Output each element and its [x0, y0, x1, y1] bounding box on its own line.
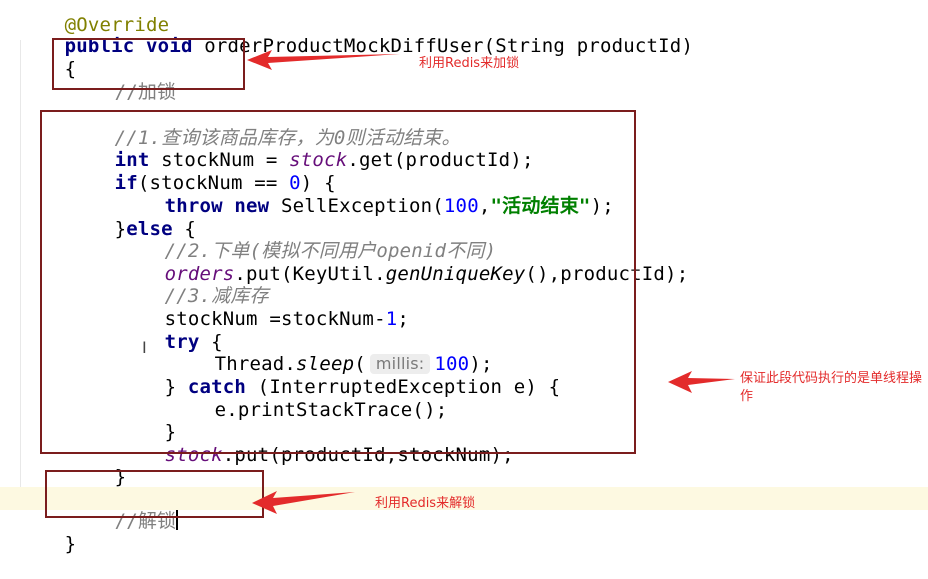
- note-single-thread: 保证此段代码执行的是单线程操作: [740, 371, 923, 404]
- kw-void: void: [146, 35, 193, 57]
- code-line-stock-put[interactable]: stock.put(productId,stockNum);: [118, 421, 514, 466]
- annotation-arrows: [247, 50, 735, 514]
- code-line-catch[interactable]: } catch (InterruptedException e) {: [118, 353, 561, 398]
- print-stack-trace: e.printStackTrace();: [214, 399, 448, 421]
- code-line-comment-lock[interactable]: //加锁: [68, 58, 176, 103]
- field-stock-put: stock: [164, 444, 223, 466]
- semicolon: ;: [397, 308, 409, 330]
- kw-new: new: [234, 195, 270, 217]
- thread-class: Thread.: [214, 353, 297, 375]
- code-line-if[interactable]: if(stockNum == 0) {: [68, 149, 336, 194]
- comment-step1: //1.查询该商品库存，为0则活动结束。: [114, 127, 461, 149]
- number-100-sleep: 100: [434, 353, 470, 375]
- code-line-orders-put[interactable]: orders.put(KeyUtil.genUniqueKey(),produc…: [118, 240, 689, 285]
- code-line-annotation[interactable]: @Override: [18, 0, 170, 36]
- catch-brace: }: [164, 376, 188, 398]
- sleep-paren: (: [354, 353, 366, 375]
- code-line-try[interactable]: try {: [118, 308, 223, 353]
- decrement-expr: stockNum =stockNum-: [164, 308, 386, 330]
- arrow-lock-icon: [247, 50, 400, 70]
- kw-public: public: [64, 35, 135, 57]
- orders-put-close: (),productId);: [525, 263, 689, 285]
- text-caret: [176, 510, 179, 530]
- kw-int: int: [114, 149, 150, 171]
- else-close-brace: }: [114, 466, 127, 488]
- field-stock: stock: [289, 149, 348, 171]
- string-activity-ended: "活动结束": [490, 195, 591, 217]
- kw-try: try: [164, 331, 200, 353]
- kw-if: if: [114, 172, 138, 194]
- sell-exception: SellException(: [280, 195, 444, 217]
- code-line-else[interactable]: }else {: [68, 195, 196, 240]
- kw-throw: throw: [164, 195, 223, 217]
- comment-step3: //3.减库存: [164, 285, 269, 307]
- unlock-highlight-box: [45, 470, 264, 518]
- arrow-unlock-icon: [252, 491, 355, 514]
- code-line-comment-step3[interactable]: //3.减库存: [118, 262, 269, 307]
- number-one: 1: [385, 308, 398, 330]
- note-lock: 利用Redis来加锁: [419, 56, 520, 71]
- note-unlock: 利用Redis来解锁: [375, 496, 476, 511]
- code-line-decrement[interactable]: stockNum =stockNum-1;: [118, 285, 409, 330]
- open-brace: {: [64, 58, 77, 80]
- sleep-method: sleep: [296, 353, 355, 375]
- code-line-method-signature[interactable]: public void orderProductMockDiffUser(Str…: [18, 12, 693, 57]
- kw-catch: catch: [187, 376, 247, 398]
- stock-put-call: .put(productId,stockNum);: [222, 444, 514, 466]
- indent-guide: [20, 40, 21, 510]
- if-condition: (stockNum ==: [137, 172, 290, 194]
- catch-close-brace: }: [164, 421, 177, 443]
- stock-get-call: .get(productId);: [347, 149, 534, 171]
- comma: ,: [478, 195, 491, 217]
- catch-clause: (InterruptedException e) {: [246, 376, 561, 398]
- arrow-critical-icon: [668, 371, 735, 393]
- lock-highlight-box: [52, 38, 245, 90]
- code-line-print-trace[interactable]: e.printStackTrace();: [168, 376, 448, 421]
- method-signature: orderProductMockDiffUser(String productI…: [204, 35, 694, 57]
- code-line-open-brace[interactable]: {: [18, 35, 76, 80]
- gen-unique-key: genUniqueKey: [385, 263, 526, 285]
- code-line-else-close[interactable]: }: [68, 443, 126, 488]
- critical-section-box: [40, 110, 636, 454]
- code-line-sleep[interactable]: Thread.sleep(millis:100);: [168, 330, 493, 375]
- number-zero: 0: [289, 172, 301, 194]
- comment-step2: //2.下单(模拟不同用户openid不同): [164, 240, 497, 262]
- code-line-throw[interactable]: throw new SellException(100,"活动结束");: [118, 172, 614, 217]
- sleep-close: );: [469, 353, 493, 375]
- orders-put: .put(KeyUtil.: [234, 263, 386, 285]
- else-open: {: [172, 218, 197, 240]
- code-line-stock-decl[interactable]: int stockNum = stock.get(productId);: [68, 126, 534, 171]
- field-orders: orders: [164, 263, 235, 285]
- code-editor[interactable]: @Override public void orderProductMockDi…: [0, 0, 928, 555]
- else-brace: }: [114, 218, 127, 240]
- number-100: 100: [443, 195, 479, 217]
- code-line-comment-step1[interactable]: //1.查询该商品库存，为0则活动结束。: [68, 104, 461, 149]
- kw-else: else: [126, 218, 173, 240]
- throw-close: );: [590, 195, 614, 217]
- ibeam-cursor-icon: I: [142, 338, 147, 357]
- if-close: ) {: [300, 172, 336, 194]
- code-line-comment-unlock[interactable]: //解锁: [0, 487, 928, 532]
- stock-decl-text: stockNum =: [161, 149, 290, 171]
- comment-lock: //加锁: [114, 81, 177, 103]
- override-annotation: @Override: [64, 14, 170, 36]
- code-line-comment-step2[interactable]: //2.下单(模拟不同用户openid不同): [118, 217, 496, 262]
- code-line-catch-close[interactable]: }: [118, 398, 176, 443]
- comment-unlock: //解锁: [114, 510, 177, 532]
- parameter-hint-millis: millis:: [369, 354, 431, 374]
- try-open: {: [199, 331, 223, 353]
